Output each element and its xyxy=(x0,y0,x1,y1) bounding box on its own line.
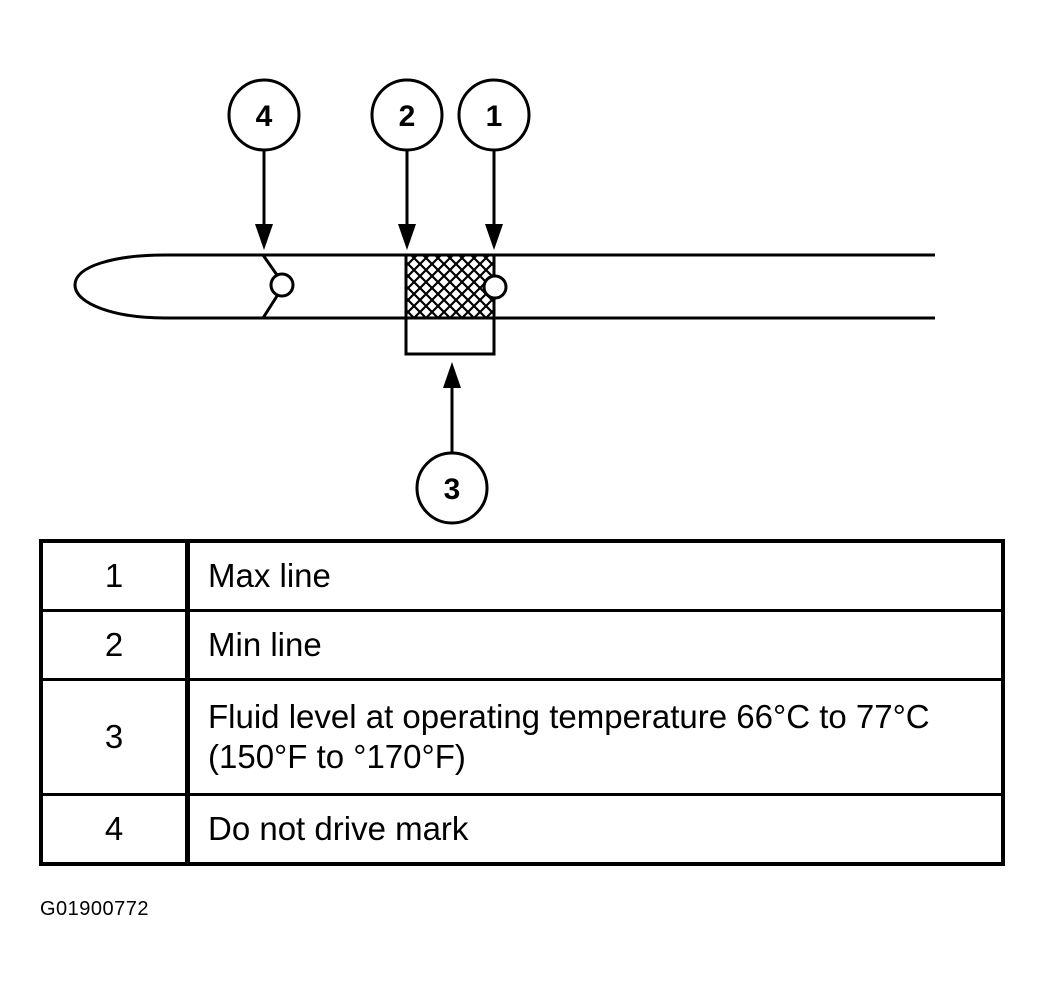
legend-row: 4 Do not drive mark xyxy=(39,793,1005,866)
legend-number: 1 xyxy=(39,539,190,612)
callout-3: 3 xyxy=(415,362,489,525)
arrowhead-1 xyxy=(485,224,503,250)
callout-legend-table: 1 Max line 2 Min line 3 Fluid level at o… xyxy=(39,539,1005,866)
legend-row: 1 Max line xyxy=(39,539,1005,612)
arrowhead-2 xyxy=(398,224,416,250)
legend-description: Fluid level at operating temperature 66°… xyxy=(186,678,1005,796)
legend-number: 4 xyxy=(39,793,190,866)
callout-1: 1 xyxy=(457,78,531,250)
dipstick-blade xyxy=(73,253,935,320)
legend-description: Max line xyxy=(186,539,1005,612)
dipstick-diagram: 4 2 1 3 xyxy=(73,78,935,525)
callout-3-label: 3 xyxy=(444,473,461,506)
legend-description: Min line xyxy=(186,609,1005,681)
callout-4: 4 xyxy=(227,78,301,250)
legend-number: 2 xyxy=(39,609,190,681)
legend-number: 3 xyxy=(39,678,190,796)
operating-range-band xyxy=(404,253,508,320)
callout-2-label: 2 xyxy=(399,100,416,133)
arrowhead-3 xyxy=(443,362,461,388)
callout-4-label: 4 xyxy=(256,100,273,133)
callout-2: 2 xyxy=(370,78,444,250)
arrowhead-4 xyxy=(255,224,273,250)
legend-row: 3 Fluid level at operating temperature 6… xyxy=(39,678,1005,796)
figure-id: G01900772 xyxy=(40,898,150,920)
legend-row: 2 Min line xyxy=(39,609,1005,681)
legend-description: Do not drive mark xyxy=(186,793,1005,866)
callout-1-label: 1 xyxy=(486,100,503,133)
range-bracket xyxy=(404,318,496,356)
do-not-drive-mark xyxy=(261,254,295,319)
